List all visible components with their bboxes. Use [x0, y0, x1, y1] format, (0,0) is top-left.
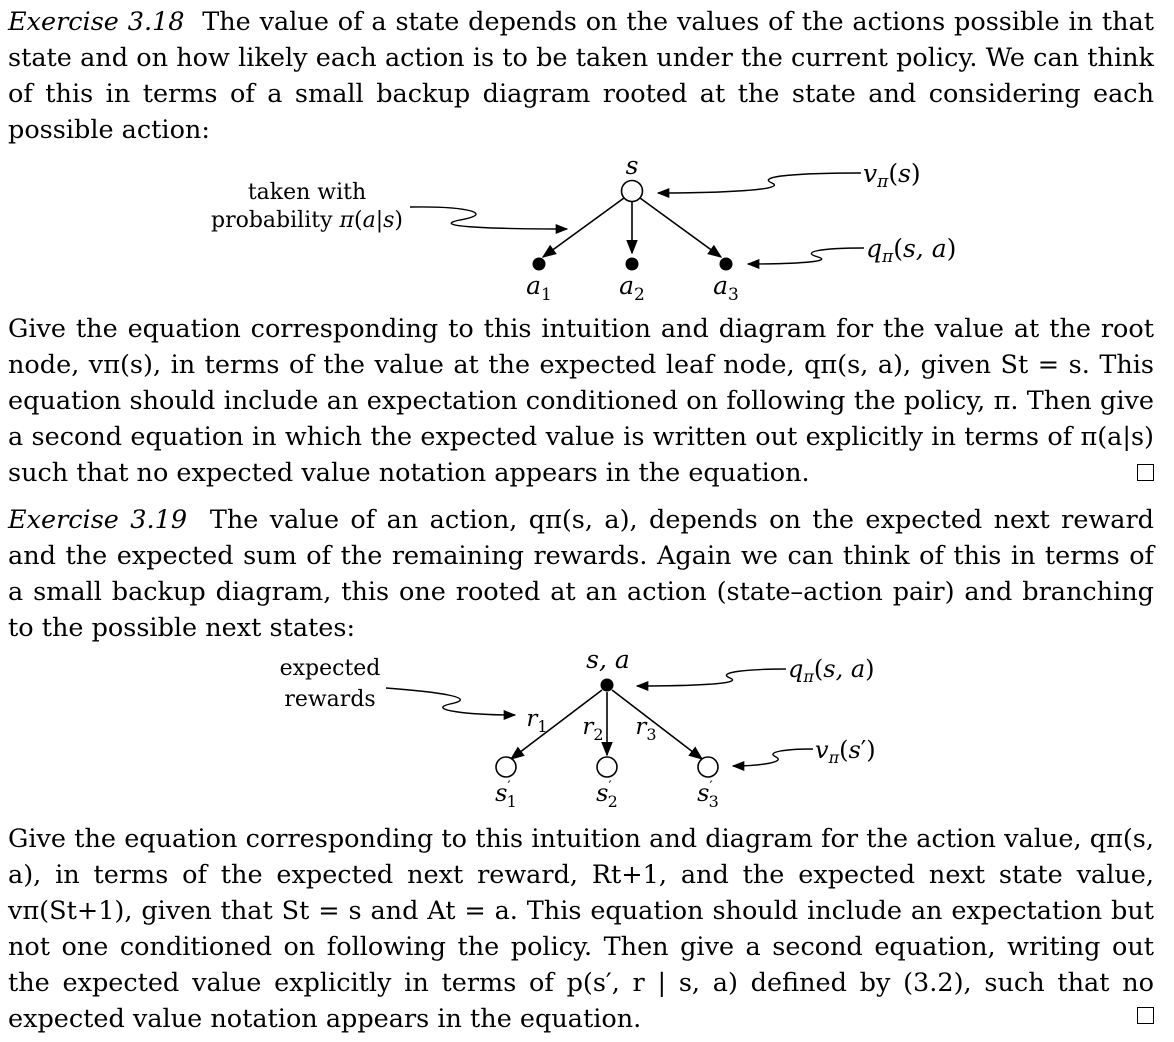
- next-state-node-2: [596, 756, 618, 778]
- next-state-node-3: [697, 756, 719, 778]
- root-action-value-label: qπ(s, a): [788, 655, 875, 686]
- exercise-3-18-intro: Exercise 3.18 The value of a state depen…: [8, 4, 1154, 148]
- rewards-label-line2: rewards: [284, 687, 375, 712]
- exercise-3-19-label: Exercise 3.19: [8, 505, 188, 535]
- action-label-1: a1: [526, 271, 552, 305]
- exercise-3-19-intro-text: The value of an action, qπ(s, a), depend…: [8, 505, 1154, 643]
- action-label-3: a3: [713, 271, 739, 305]
- leaf-value-pointer-arrow: [746, 247, 865, 270]
- state-backup-diagram: s a1 a2 a3 taken with probability π(a|s)…: [211, 151, 956, 305]
- edge-to-a3: [639, 197, 723, 258]
- next-state-label-2: s′2: [596, 779, 618, 811]
- exercise-3-19-intro: Exercise 3.19 The value of an action, qπ…: [8, 502, 1154, 646]
- policy-pointer-arrow: [409, 206, 569, 235]
- action-node-1: [532, 257, 546, 271]
- next-state-pointer-arrow: [731, 748, 814, 772]
- exercise-3-18-intro-text: The value of a state depends on the valu…: [8, 7, 1154, 145]
- qed-square-3-19: [1137, 1007, 1154, 1024]
- next-state-label-3: s′3: [697, 779, 719, 811]
- rewards-label-line1: expected: [280, 656, 381, 681]
- action-node-3: [719, 257, 733, 271]
- edge-to-s3: [611, 689, 704, 760]
- root-value-pointer-arrow: [656, 172, 862, 199]
- exercise-3-18-question: Give the equation corresponding to this …: [8, 314, 1154, 488]
- policy-label-line1: taken with: [248, 180, 366, 205]
- action-backup-diagram: s, a r1 r2 r3 s′1 s′2 s′3 expected rewar…: [280, 645, 876, 811]
- action-label-2: a2: [619, 271, 645, 305]
- reward-label-3: r3: [635, 714, 656, 744]
- leaf-value-label: qπ(s, a): [866, 234, 956, 267]
- exercise-3-18-label: Exercise 3.18: [8, 7, 185, 37]
- root-state-node: [620, 179, 644, 203]
- reward-label-1: r1: [526, 706, 547, 736]
- root-action-label: s, a: [586, 645, 630, 674]
- action-node-2: [625, 257, 639, 271]
- edge-to-s1: [509, 689, 603, 760]
- qed-square-3-18: [1137, 464, 1154, 481]
- reward-label-2: r2: [582, 714, 603, 744]
- policy-label-line2: probability π(a|s): [211, 208, 403, 233]
- exercise-3-19-question: Give the equation corresponding to this …: [8, 824, 1154, 1034]
- next-state-node-1: [495, 756, 517, 778]
- rewards-pointer-arrow: [385, 687, 517, 721]
- edge-to-a1: [541, 197, 625, 258]
- next-state-value-label: vπ(s′): [815, 736, 876, 767]
- next-state-label-1: s′1: [495, 779, 517, 811]
- root-action-pointer-arrow: [635, 668, 787, 692]
- root-value-label: vπ(s): [863, 159, 921, 192]
- root-action-node: [600, 678, 614, 692]
- root-state-label: s: [626, 151, 639, 180]
